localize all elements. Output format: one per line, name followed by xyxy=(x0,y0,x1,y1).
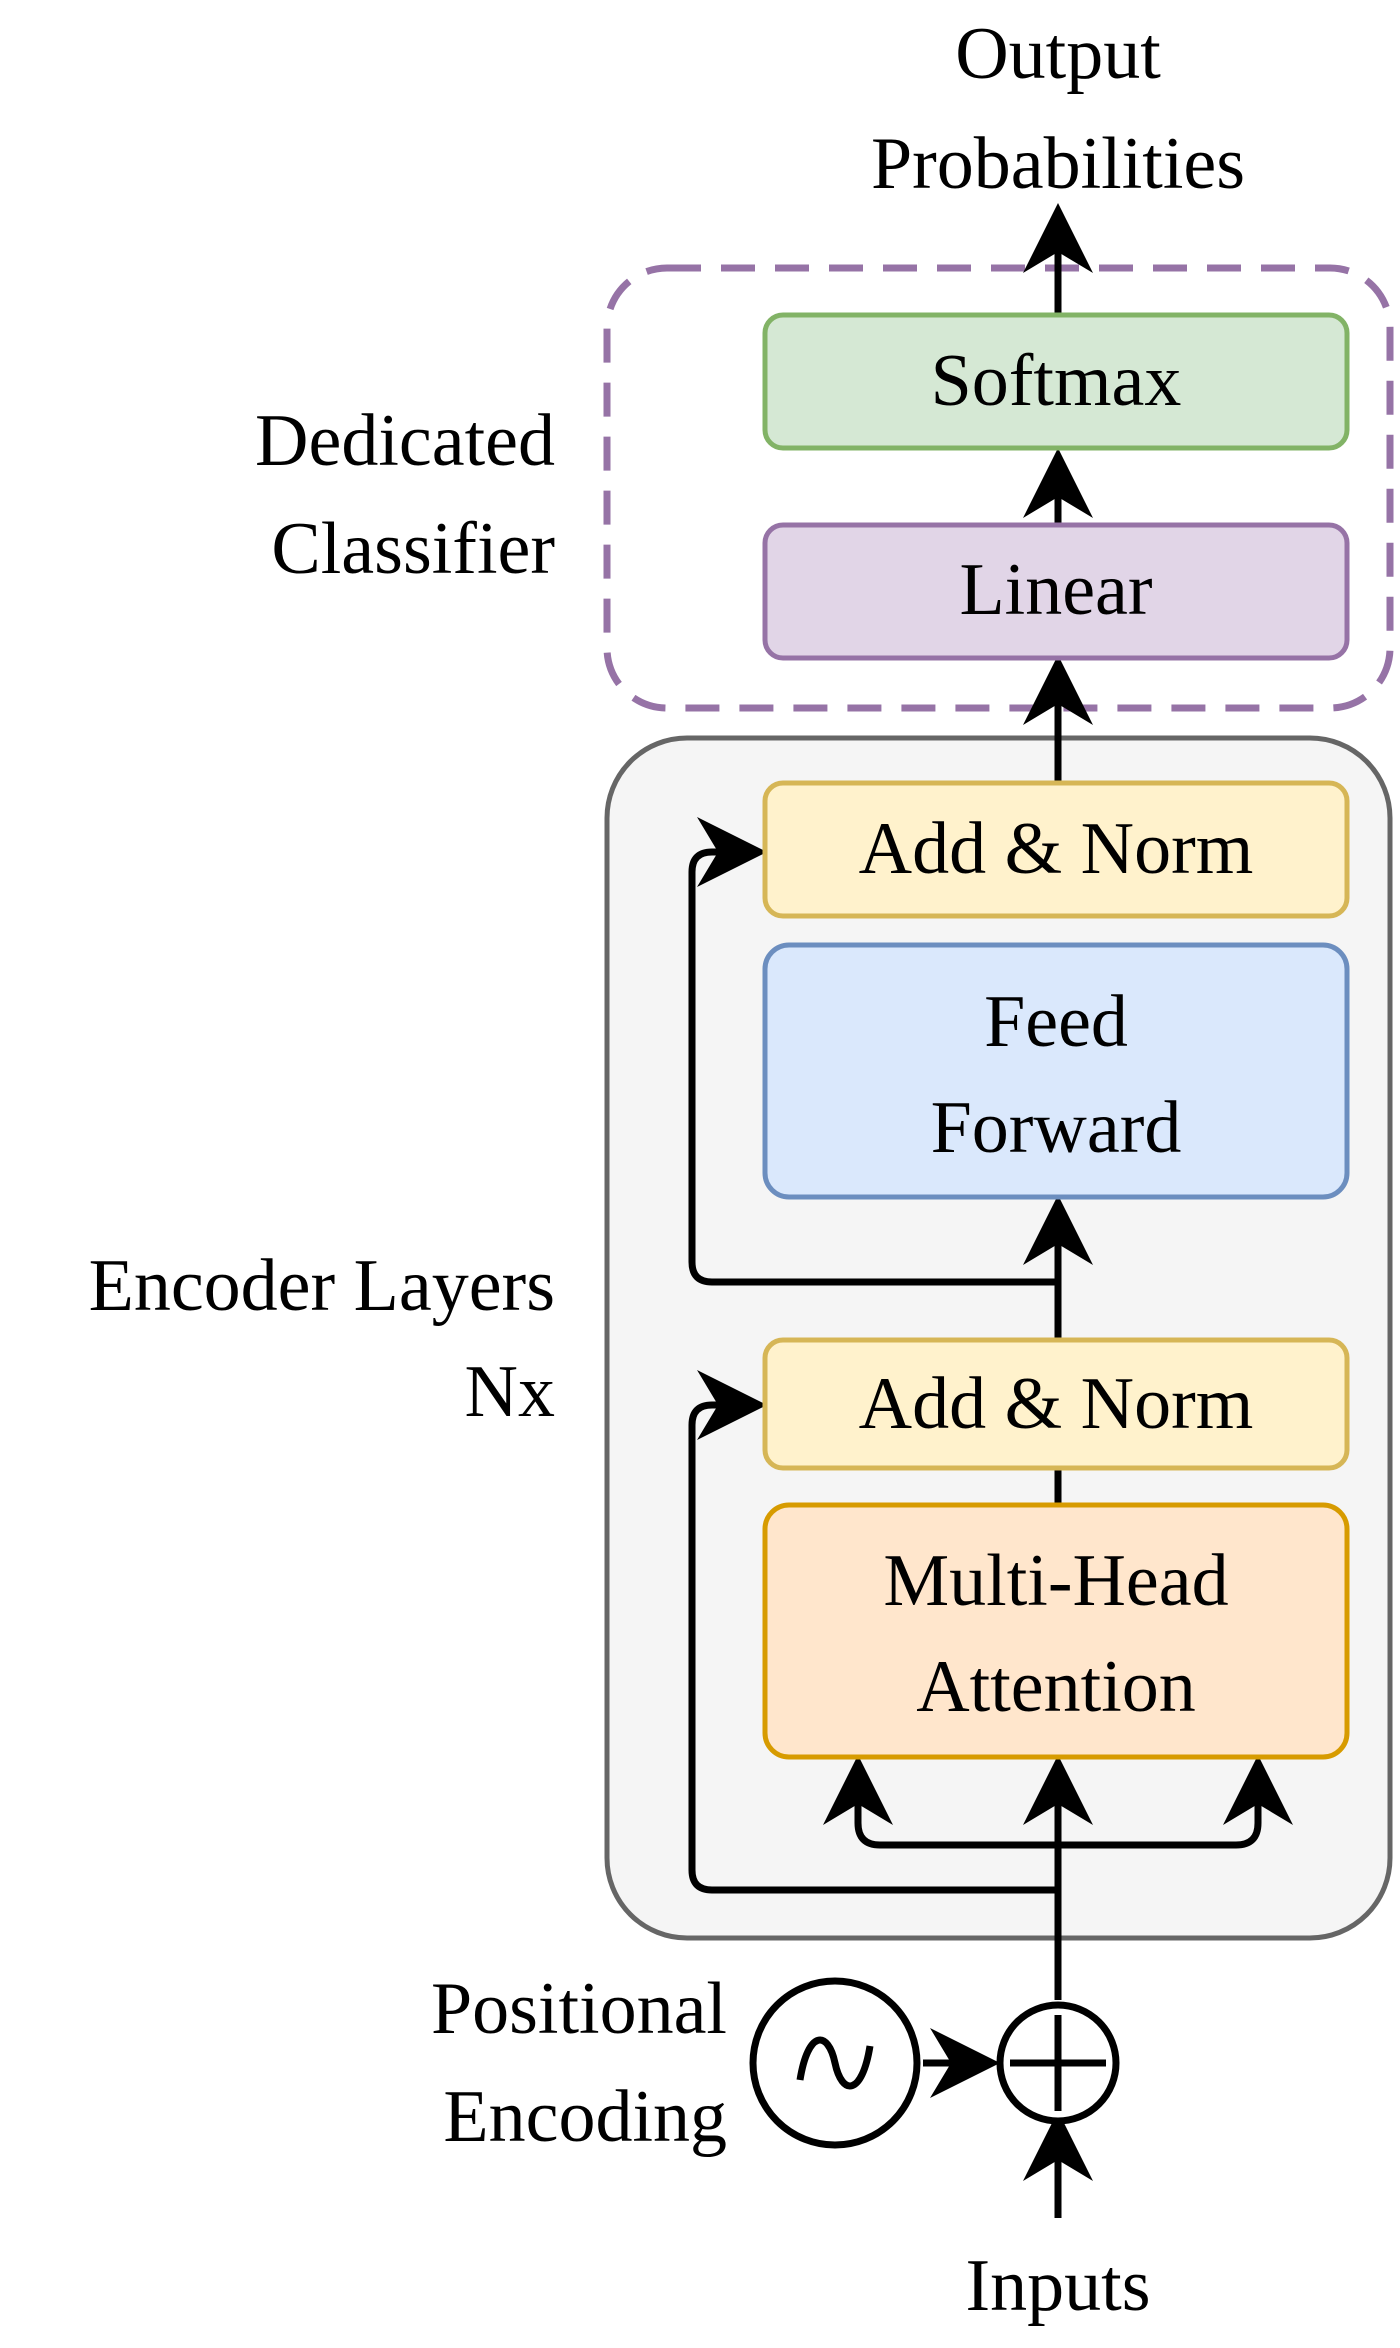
positional-label-line1: Positional xyxy=(431,1968,727,2050)
attention-label-line1: Multi-Head xyxy=(883,1540,1228,1622)
residual-connection-top xyxy=(688,817,1058,1286)
output-label-line2: Probabilities xyxy=(871,123,1245,205)
add-norm-bottom-label: Add & Norm xyxy=(859,1363,1254,1445)
feed-forward-block xyxy=(762,942,1350,1200)
dedicated-classifier-container xyxy=(603,264,1394,712)
multi-head-attention-block xyxy=(762,1502,1350,1760)
encoder-label-line1: Encoder Layers xyxy=(89,1245,555,1327)
output-label-line1: Output xyxy=(955,13,1161,95)
encoder-label-line2: Nx xyxy=(465,1351,555,1433)
classifier-label-line2: Classifier xyxy=(271,508,555,590)
add-icon xyxy=(996,2001,1120,2125)
arrow-attention-left-input xyxy=(823,1755,1058,1849)
linear-block xyxy=(762,522,1350,661)
add-norm-top-block xyxy=(762,780,1350,919)
connections xyxy=(688,203,1293,2218)
positional-label-line2: Encoding xyxy=(443,2076,727,2158)
inputs-label: Inputs xyxy=(966,2245,1151,2327)
sine-wave-icon xyxy=(749,1977,921,2149)
attention-label-line2: Attention xyxy=(916,1646,1196,1728)
arrow-attention-right-input xyxy=(1058,1755,1293,1849)
softmax-block xyxy=(762,312,1350,451)
residual-connection-bottom xyxy=(688,1370,1058,1894)
softmax-label: Softmax xyxy=(931,340,1182,422)
add-norm-bottom-block xyxy=(762,1337,1350,1471)
feed-forward-label-line2: Forward xyxy=(931,1087,1182,1169)
add-norm-top-label: Add & Norm xyxy=(859,808,1254,890)
classifier-label-line1: Dedicated xyxy=(255,400,555,482)
linear-label: Linear xyxy=(959,549,1152,631)
feed-forward-label-line1: Feed xyxy=(984,981,1128,1063)
